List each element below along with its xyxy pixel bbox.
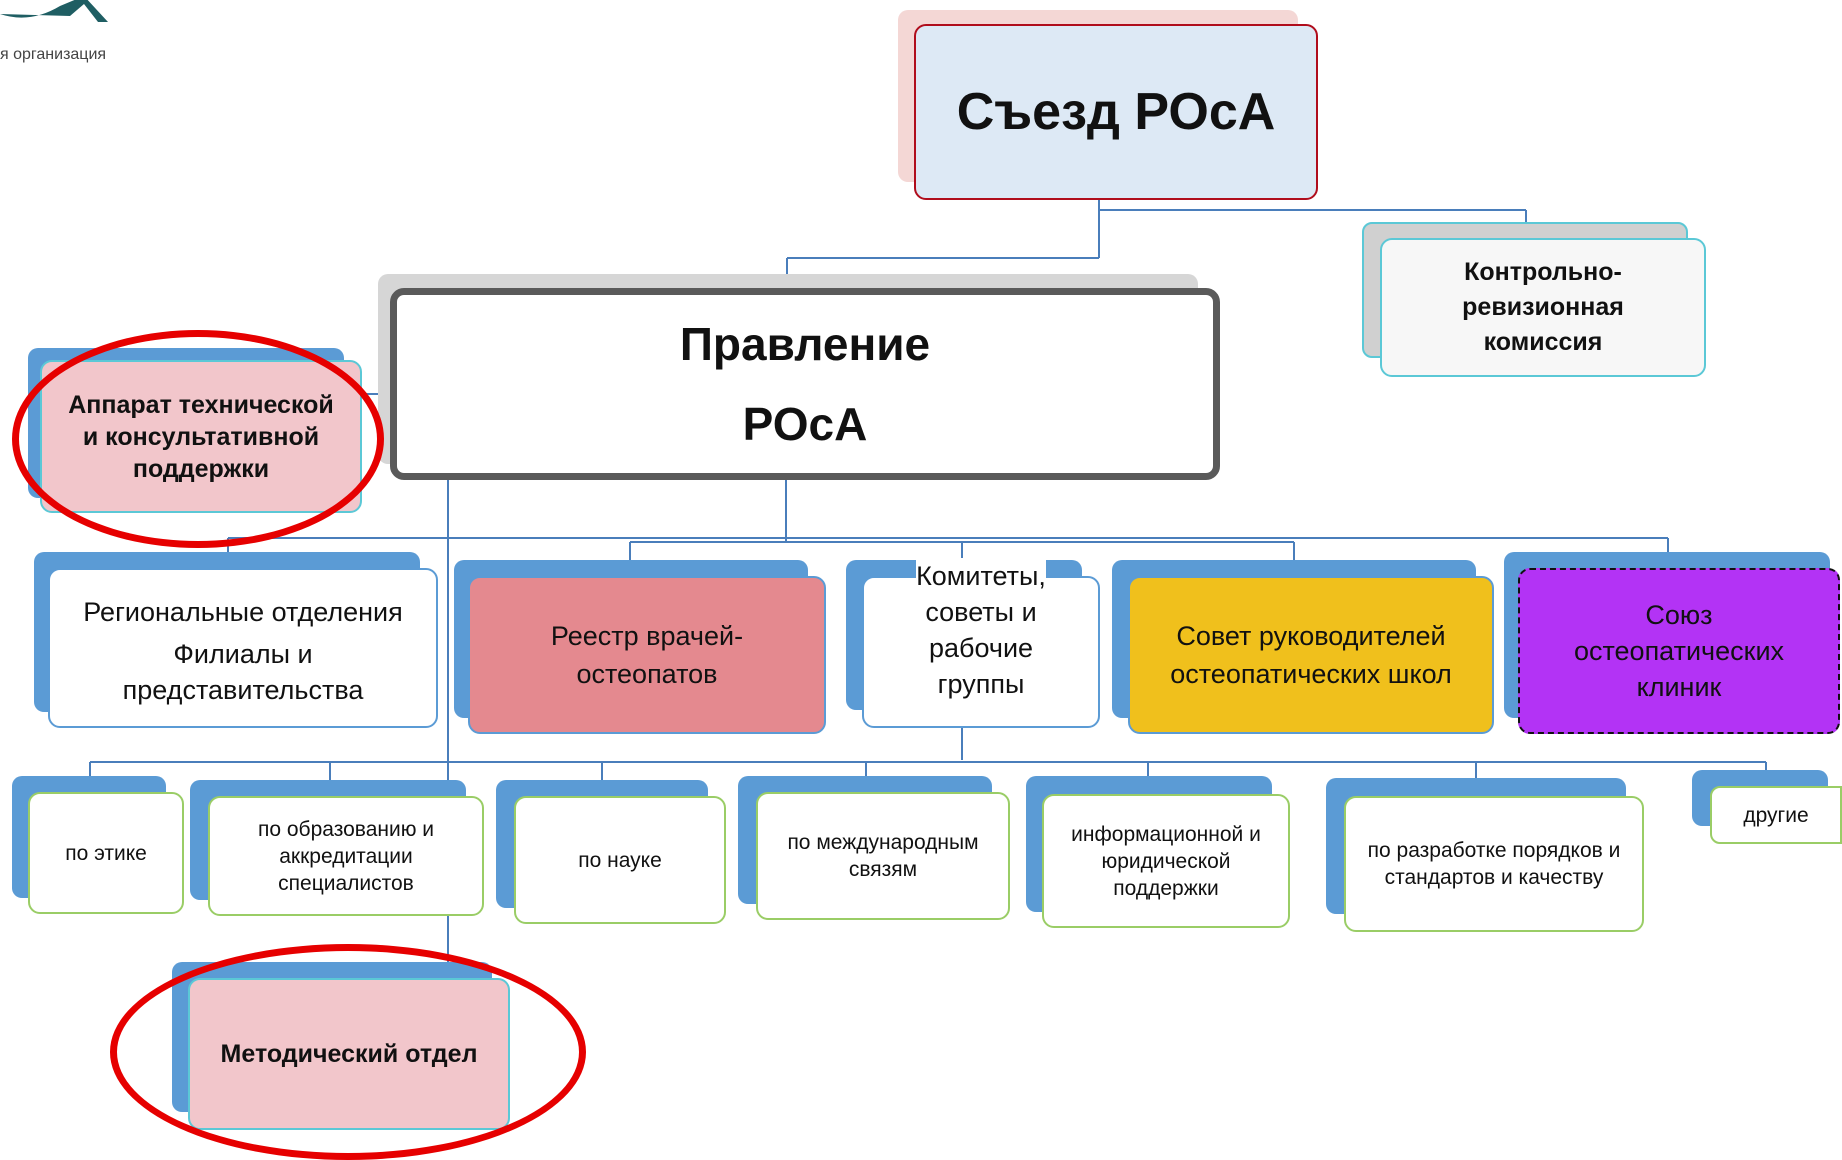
standards-line-1: по разработке порядков и bbox=[1367, 839, 1621, 862]
education-line-3: специалистов bbox=[278, 871, 414, 895]
node-regional-branches[interactable]: Региональные отделения Филиалы и предста… bbox=[34, 552, 438, 728]
logo-mark bbox=[0, 0, 108, 22]
info-legal-line-2: юридической bbox=[1101, 849, 1231, 873]
standards-line-2: стандартов и качеству bbox=[1384, 866, 1604, 889]
highlight-oval-methodical bbox=[110, 944, 586, 1160]
international-line-1: по международным bbox=[787, 831, 979, 854]
node-board[interactable]: Правление РОсА bbox=[378, 274, 1220, 480]
node-audit-commission[interactable]: Контрольно- ревизионная комиссия bbox=[1362, 222, 1706, 377]
node-clinics-union[interactable]: Союз остеопатических клиник bbox=[1504, 552, 1840, 734]
node-committees[interactable]: Комитеты, советы и рабочие группы bbox=[846, 558, 1100, 728]
others-label: другие bbox=[1743, 803, 1809, 827]
ethics-label: по этике bbox=[65, 841, 147, 865]
info-legal-line-3: поддержки bbox=[1113, 876, 1219, 900]
node-committee-education[interactable]: по образованию и аккредитации специалист… bbox=[190, 780, 484, 916]
node-school-council[interactable]: Совет руководителей остеопатических школ bbox=[1112, 560, 1494, 734]
committees-line-3: рабочие bbox=[928, 633, 1034, 663]
regional-line-2: Филиалы и bbox=[173, 639, 313, 669]
node-committee-international[interactable]: по международным связям bbox=[738, 776, 1010, 920]
node-congress[interactable]: Съезд РОсА bbox=[898, 10, 1318, 200]
node-committee-standards[interactable]: по разработке порядков и стандартов и ка… bbox=[1326, 778, 1644, 932]
info-legal-line-1: информационной и bbox=[1071, 822, 1261, 846]
clinics-union-line-3: клиник bbox=[1636, 672, 1722, 702]
audit-line-3: комиссия bbox=[1483, 328, 1603, 356]
regional-line-1: Региональные отделения bbox=[83, 597, 403, 627]
board-line-2: РОсА bbox=[742, 398, 868, 450]
clinics-union-line-1: Союз bbox=[1645, 600, 1713, 630]
node-committee-science[interactable]: по науке bbox=[496, 780, 726, 924]
school-council-line-2: остеопатических школ bbox=[1170, 659, 1452, 689]
congress-label: Съезд РОсА bbox=[956, 83, 1276, 141]
node-committee-others[interactable]: другие bbox=[1692, 770, 1842, 844]
education-line-1: по образованию и bbox=[257, 817, 435, 841]
committees-line-1: Комитеты, bbox=[916, 558, 1046, 594]
board-line-1: Правление bbox=[679, 318, 931, 370]
committees-line-4: группы bbox=[937, 669, 1025, 699]
education-line-2: аккредитации bbox=[279, 844, 413, 868]
node-registry[interactable]: Реестр врачей- остеопатов bbox=[454, 560, 826, 734]
logo-caption: я организация bbox=[0, 46, 107, 63]
committees-line-2: советы и bbox=[925, 597, 1037, 627]
audit-line-1: Контрольно- bbox=[1464, 258, 1622, 286]
science-label: по науке bbox=[578, 848, 662, 872]
international-line-2: связям bbox=[848, 858, 918, 881]
highlight-oval-apparatus bbox=[12, 330, 384, 548]
audit-line-2: ревизионная bbox=[1462, 293, 1624, 321]
school-council-line-1: Совет руководителей bbox=[1176, 621, 1446, 651]
node-committee-info-legal[interactable]: информационной и юридической поддержки bbox=[1026, 776, 1290, 928]
registry-line-1: Реестр врачей- bbox=[550, 621, 744, 651]
node-committee-ethics[interactable]: по этике bbox=[12, 776, 184, 914]
registry-line-2: остеопатов bbox=[576, 659, 718, 689]
clinics-union-line-2: остеопатических bbox=[1573, 636, 1785, 666]
regional-line-3: представительства bbox=[122, 675, 364, 705]
